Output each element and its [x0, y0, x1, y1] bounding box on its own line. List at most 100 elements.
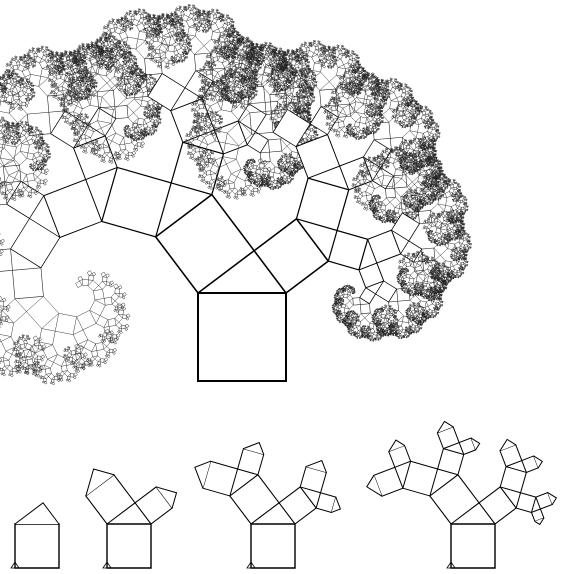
- branch-square: [119, 22, 120, 23]
- branch-square: [21, 122, 23, 124]
- branch-square: [27, 359, 33, 365]
- branch-square: [131, 64, 133, 66]
- branch-square: [107, 27, 110, 30]
- branch-square: [126, 72, 128, 74]
- branch-square: [41, 69, 50, 78]
- branch-square: [18, 338, 20, 340]
- branch-square: [61, 365, 67, 371]
- branch-square: [97, 39, 99, 41]
- branch-square: [29, 49, 31, 51]
- branch-square: [141, 139, 142, 140]
- branch-square: [76, 77, 78, 79]
- branch-square: [71, 62, 73, 64]
- branch-square: [150, 14, 151, 15]
- branch-square: [64, 96, 66, 98]
- branch-square: [126, 126, 127, 127]
- branch-square: [43, 46, 44, 47]
- branch-square: [108, 22, 110, 24]
- branch-square: [24, 124, 27, 127]
- branch-square: [171, 142, 223, 194]
- branch-square: [116, 38, 117, 39]
- branch-square: [13, 59, 15, 61]
- branch-square: [116, 334, 120, 338]
- branch-square: [124, 73, 126, 75]
- branch-square: [32, 136, 37, 141]
- branch-square: [123, 61, 124, 62]
- branch-square: [155, 108, 156, 109]
- branch-square: [84, 117, 87, 120]
- branch-square: [16, 56, 17, 57]
- branch-square: [66, 349, 68, 351]
- branch-square: [135, 56, 136, 57]
- branch-square: [17, 62, 20, 65]
- branch-square: [24, 92, 28, 96]
- branch-square: [82, 114, 83, 115]
- branch-square: [75, 53, 77, 55]
- branch-square: [100, 67, 103, 70]
- branch-square: [16, 351, 19, 354]
- branch-square: [88, 116, 89, 117]
- branch-square: [3, 131, 5, 133]
- branch-square: [2, 118, 4, 120]
- branch-square: [5, 131, 7, 133]
- branch-square: [40, 146, 41, 147]
- branch-square: [32, 373, 34, 375]
- branch-square: [131, 16, 134, 19]
- branch-square: [150, 128, 153, 131]
- branch-square: [96, 85, 97, 86]
- branch-square: [152, 77, 153, 78]
- branch-square: [107, 24, 109, 26]
- branch-square: [64, 97, 66, 99]
- branch-square: [30, 92, 33, 95]
- branch-square: [4, 80, 7, 83]
- branch-square: [116, 322, 122, 328]
- branch-square: [85, 114, 87, 116]
- branch-square: [96, 82, 97, 83]
- branch-square: [46, 152, 47, 153]
- branch-square: [41, 49, 44, 52]
- branch-square: [45, 146, 48, 149]
- branch-square: [123, 149, 129, 155]
- branch-square: [10, 371, 13, 374]
- branch-square: [128, 24, 131, 27]
- branch-square: [54, 376, 58, 380]
- branch-square: [102, 167, 171, 236]
- branch-square: [35, 146, 36, 147]
- branch-square: [64, 348, 66, 350]
- branch-square: [28, 93, 31, 96]
- branch-square: [1, 117, 3, 119]
- branch-square: [98, 362, 101, 365]
- branch-square: [130, 51, 131, 52]
- branch-square: [122, 24, 124, 26]
- branch-square: [49, 158, 50, 159]
- branch-square: [38, 186, 41, 189]
- branch-square: [82, 279, 89, 286]
- branch-square: [7, 121, 9, 123]
- branch-square: [10, 102, 12, 104]
- branch-square: [125, 41, 126, 42]
- branch-square: [25, 66, 27, 68]
- branch-square: [147, 80, 150, 83]
- branch-square: [6, 128, 8, 130]
- branch-square: [66, 74, 68, 76]
- branch-square: [6, 87, 7, 88]
- branch-square: [83, 81, 84, 82]
- branch-square: [130, 49, 131, 50]
- branch-square: [85, 115, 87, 117]
- branch-square: [35, 62, 36, 63]
- branch-square: [4, 360, 10, 366]
- branch-square: [19, 56, 21, 58]
- branch-square: [43, 167, 44, 168]
- branch-square: [53, 52, 54, 53]
- branch-square: [25, 123, 27, 125]
- branch-square: [176, 40, 177, 41]
- branch-square: [32, 127, 33, 128]
- branch-square: [122, 325, 126, 329]
- branch-square: [53, 74, 56, 77]
- branch-square: [154, 105, 155, 106]
- branch-square: [181, 39, 182, 40]
- branch-square: [20, 144, 29, 153]
- branch-square: [143, 11, 145, 13]
- branch-square: [65, 53, 67, 55]
- branch-square: [125, 135, 126, 136]
